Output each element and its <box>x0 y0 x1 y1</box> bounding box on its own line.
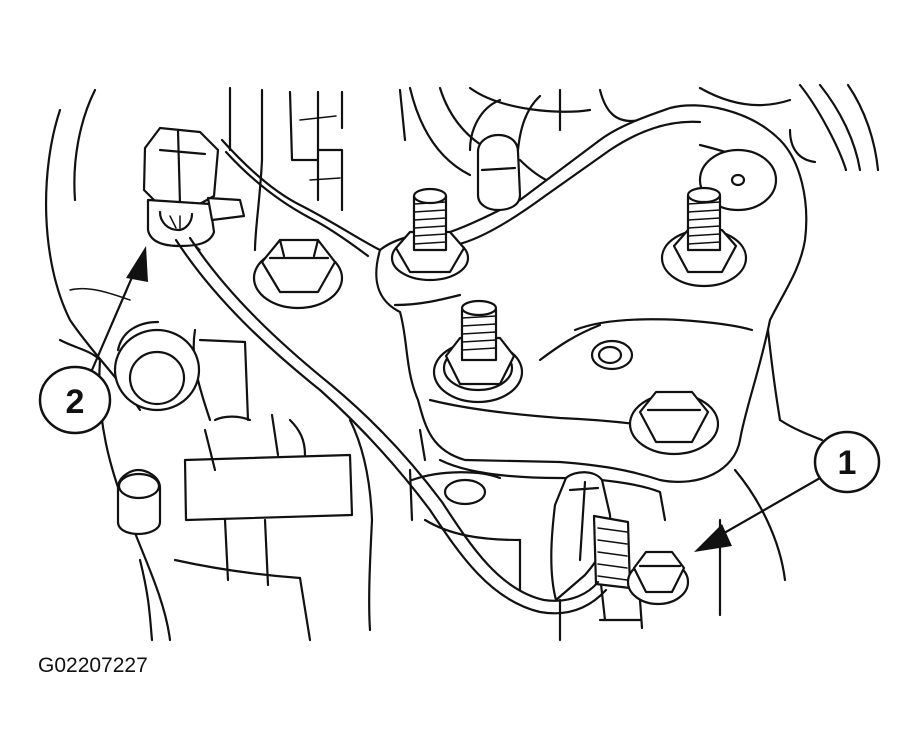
tube <box>468 94 542 212</box>
stud-nut-center <box>432 299 524 404</box>
callout-1: 1 <box>694 430 881 552</box>
casting-boss <box>113 320 201 412</box>
figure-id: G02207227 <box>38 654 148 677</box>
callout-1-arrowhead <box>694 524 732 552</box>
hex-bolt-lower-right <box>628 390 720 456</box>
sensor-connector <box>142 126 246 248</box>
wire-harness <box>174 138 608 615</box>
hex-bolt-upper-left <box>252 238 344 310</box>
lower-casting <box>138 328 644 642</box>
callout-2-arrowhead <box>126 246 148 282</box>
harness-clip <box>550 471 632 602</box>
callout-1-label: 1 <box>838 444 857 482</box>
callout-2-label: 2 <box>66 383 85 421</box>
callout-2: 2 <box>38 246 148 435</box>
stud-nut-right <box>660 186 748 288</box>
mounting-bracket <box>375 104 808 522</box>
plug <box>116 468 162 536</box>
stud-nut-left <box>390 187 470 282</box>
ground-bolt <box>626 550 690 606</box>
